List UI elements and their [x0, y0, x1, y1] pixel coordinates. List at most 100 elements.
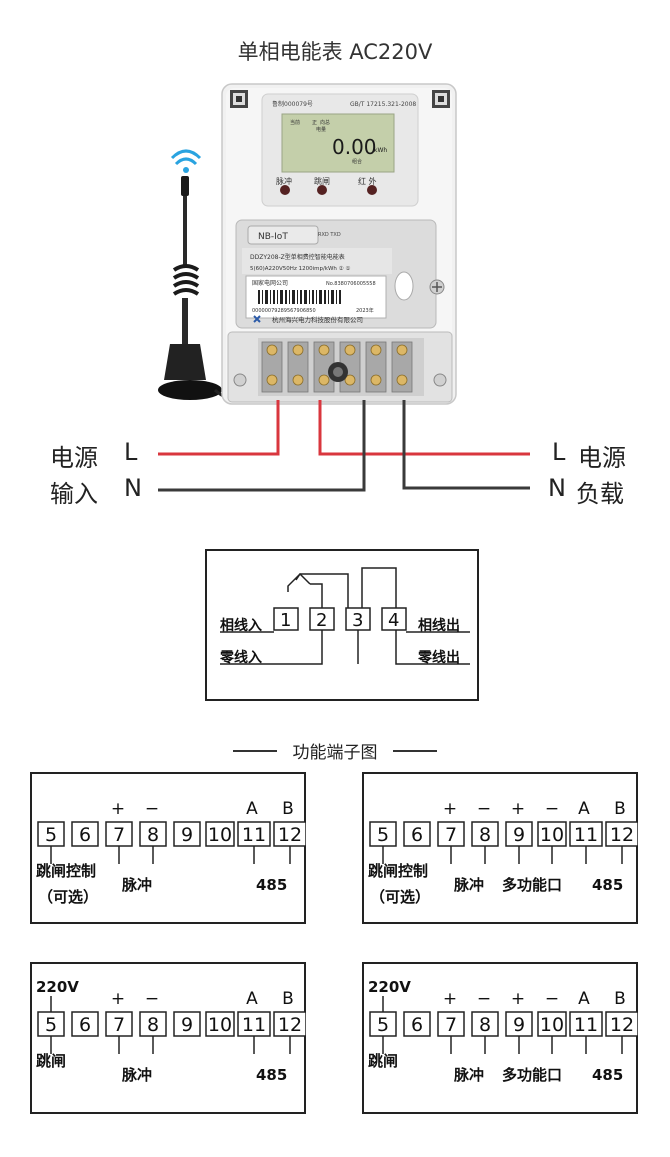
neutral-out-wire — [402, 400, 530, 490]
function-label: 脉冲 — [453, 876, 484, 894]
polarity-sign: B — [282, 799, 294, 819]
voltage-label: 220V — [368, 978, 411, 996]
terminal-number: 11 — [242, 824, 266, 846]
wire-label-left-bottom: 输入 — [50, 480, 98, 508]
function-label: 脉冲 — [453, 1066, 484, 1084]
neutral-out-label: 零线出 — [417, 649, 460, 666]
meter-manufacturer: 杭州海兴电力科技股份有限公司 — [272, 315, 363, 324]
polarity-sign: A — [578, 989, 590, 1009]
terminal-box — [173, 1011, 201, 1037]
lcd-label-2: 向总 — [320, 119, 330, 126]
terminal-number: 5 — [377, 824, 389, 846]
polarity-sign: + — [111, 989, 125, 1009]
module-name: NB-IoT — [258, 232, 288, 242]
terminal-box — [139, 1011, 167, 1037]
function-label: 多功能口 — [502, 876, 562, 894]
function-label: （可选） — [38, 888, 98, 906]
terminal-box — [105, 821, 133, 847]
terminal-3: 3 — [352, 610, 363, 631]
antenna — [158, 149, 251, 402]
wire-label-left-top: 电源 — [50, 444, 98, 472]
terminal-number: 8 — [147, 1014, 159, 1036]
meter-serial: No.8380706005558 — [326, 281, 376, 287]
function-label: 脉冲 — [121, 1066, 152, 1084]
section-divider-right — [392, 749, 437, 752]
meter-spec: 5(60)A220V50Hz 1200imp/kWh ② ① — [250, 265, 350, 272]
meter-owner: 国家电网公司 — [252, 279, 288, 287]
function-label: 485 — [592, 1066, 623, 1084]
terminal-box — [71, 821, 99, 847]
terminal-box — [569, 1011, 603, 1037]
phase-in-label: 相线入 — [220, 617, 262, 634]
terminal-number: 12 — [610, 824, 634, 846]
terminal-number: 10 — [540, 1014, 564, 1036]
section-header: 功能端子图 — [0, 738, 670, 763]
meter-body — [221, 83, 457, 405]
terminal-number: 12 — [610, 1014, 634, 1036]
terminal-1: 1 — [280, 610, 291, 631]
polarity-sign: B — [614, 799, 626, 819]
diagram-frame — [30, 772, 306, 924]
terminal-box — [205, 1011, 235, 1037]
diagram-frame — [30, 962, 306, 1114]
wire-phase-left-bottom: N — [124, 474, 142, 502]
wire-phase-right-top: L — [552, 438, 566, 466]
lcd-reading: 0.00 — [332, 135, 377, 159]
terminal-number: 5 — [377, 1014, 389, 1036]
terminal-number: 9 — [181, 824, 193, 846]
terminal-box — [537, 821, 567, 847]
wire-label-right-bottom: 负载 — [576, 480, 624, 508]
lcd-label-0: 当前 — [290, 119, 300, 126]
polarity-sign: − — [477, 989, 491, 1009]
terminal-number: 7 — [445, 1014, 457, 1036]
wiring — [158, 400, 530, 492]
section-divider-left — [233, 749, 278, 752]
terminal-number: 6 — [411, 824, 423, 846]
terminal-number: 6 — [79, 824, 91, 846]
indicator-label-1: 跳闸 — [314, 176, 330, 186]
polarity-sign: + — [511, 799, 525, 819]
polarity-sign: − — [145, 989, 159, 1009]
diagram-frame — [362, 772, 638, 924]
lcd-label-3: 电量 — [316, 126, 326, 133]
lcd-label-4: 组合 — [352, 158, 362, 165]
meter-standard: GB/T 17215.321-2008 — [350, 101, 416, 108]
terminal-number: 11 — [242, 1014, 266, 1036]
meter-year: 2023年 — [356, 307, 374, 314]
indicator-label-0: 脉冲 — [276, 176, 292, 186]
terminal-number: 5 — [45, 1014, 57, 1036]
page-title: 单相电能表 AC220V — [237, 40, 433, 64]
neutral-in-label: 零线入 — [219, 649, 262, 666]
manufacturer-logo-icon — [253, 315, 261, 323]
function-label: 跳闸控制 — [36, 862, 96, 880]
terminal-box — [205, 821, 235, 847]
terminal-box — [437, 1011, 465, 1037]
terminal-2: 2 — [316, 610, 327, 631]
function-label: 跳闸 — [368, 1052, 398, 1070]
polarity-sign: + — [443, 989, 457, 1009]
polarity-sign: − — [477, 799, 491, 819]
terminal-box — [173, 821, 201, 847]
terminal-box — [471, 821, 499, 847]
polarity-sign: A — [578, 799, 590, 819]
terminal-number: 6 — [411, 1014, 423, 1036]
terminal-number: 7 — [445, 824, 457, 846]
polarity-sign: + — [111, 799, 125, 819]
meter-barcode-number: 00000079289567906850 — [252, 308, 316, 314]
terminal-number: 7 — [113, 1014, 125, 1036]
function-label: 跳闸控制 — [368, 862, 428, 880]
meter-model: DDZY208-Z型单相费控智能电能表 — [250, 253, 345, 261]
terminal-number: 5 — [45, 824, 57, 846]
terminal-number: 11 — [574, 1014, 598, 1036]
phase-out-label: 相线出 — [418, 617, 460, 634]
function-label: 485 — [256, 1066, 287, 1084]
terminal-number: 9 — [181, 1014, 193, 1036]
live-in-wire — [158, 400, 280, 456]
polarity-sign: − — [545, 989, 559, 1009]
module-leds: RXD TXD — [318, 232, 341, 238]
terminal-number: 10 — [540, 824, 564, 846]
